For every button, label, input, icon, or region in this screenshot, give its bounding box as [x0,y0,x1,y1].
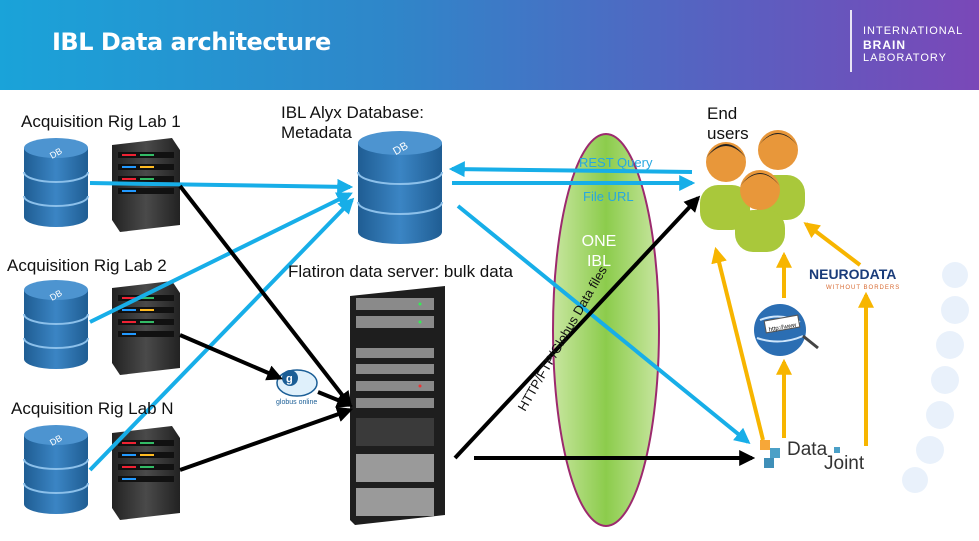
logo-line-laboratory: LABORATORY [863,52,947,64]
black-arrows [178,184,756,472]
arrow-users-to-alyx [448,161,693,178]
acquisition-lab2-label: Acquisition Rig Lab 2 [7,256,167,275]
file-url-label: File URL [583,189,634,204]
one-ibl-label: ONE IBL [581,233,617,270]
logo-line-brain: BRAIN [863,38,906,52]
arrow-datajoint-to-users [711,246,765,441]
alyx-database-label: IBL Alyx Database: Metadata [281,103,425,142]
db-cylinder-lab2 [23,280,89,369]
end-users-icon [700,130,805,252]
arrow-alyx-to-datajoint [456,204,751,445]
logo-line-international: INTERNATIONAL [863,25,964,37]
arrow-lab2-to-alyx [89,192,353,324]
arrow-lab1-to-alyx [89,178,354,195]
page-title: IBL Data architecture [52,28,331,56]
db-cylinder-lab1 [23,138,89,227]
flatiron-server-rack [350,286,445,525]
globus-online-icon: g [276,369,318,397]
arrow-labN-to-alyx [88,197,355,472]
datajoint-cube-icon [760,440,840,468]
acquisition-lab1-label: Acquisition Rig Lab 1 [21,112,181,131]
arrow-labN-to-flatiron [179,406,354,472]
one-ibl-ellipse [552,133,660,527]
neurodata-logo-subtext: WITHOUT BORDERS [826,285,900,291]
flatiron-server-label: Flatiron data server: bulk data [288,262,513,281]
acquisition-labN-label: Acquisition Rig Lab N [11,399,174,418]
db-cylinder-alyx [357,131,443,244]
datajoint-logo-text-2: Joint [824,453,865,474]
header-banner: IBL Data architecture INTERNATIONAL BRAI… [0,0,979,90]
arrow-lab1-to-flatiron [178,184,352,408]
rest-query-label: REST Query [579,155,653,170]
arrow-neurodata-to-users [803,222,862,267]
arrow-lab2-to-globus [179,333,283,381]
logo-divider [850,10,852,72]
arrow-globus-to-flatiron [317,390,353,408]
arrow-flatiron-to-users [453,195,701,460]
datajoint-logo-text-1: Data [787,439,828,460]
background-neuron-pattern [902,262,969,493]
svg-text:g: g [286,373,293,385]
db-cylinder-labN [23,425,89,514]
blue-arrows [88,161,751,472]
end-users-label: End users [707,104,749,143]
web-globe-url: http://www [768,322,797,333]
gold-arrows [711,222,874,446]
web-globe-icon [754,304,819,356]
neurodata-logo-text: NEURODATA [809,266,896,282]
globus-online-label: globus online [276,399,317,406]
rig-server-labN [112,426,180,520]
